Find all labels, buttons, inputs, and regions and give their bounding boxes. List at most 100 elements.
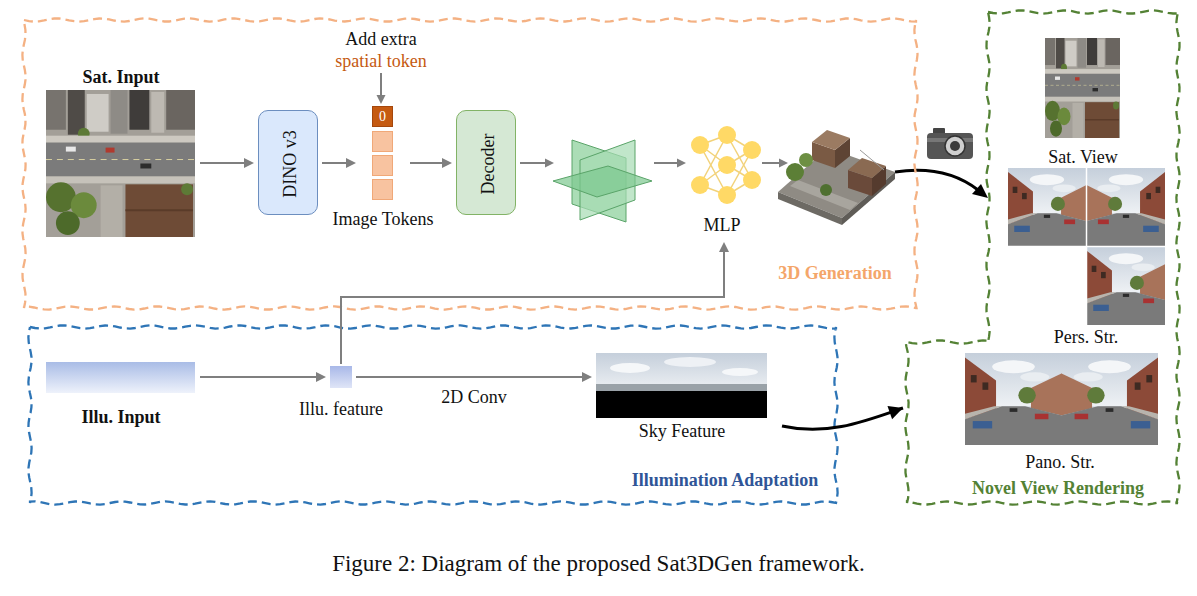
flow-arrow [377,73,789,168]
arrow-head [346,158,356,168]
3d-model [786,163,804,181]
arrow-head [244,158,254,168]
node-label: MLP [572,214,872,236]
satellite-image [1045,38,1120,138]
node-label: Sat. View [933,146,1197,168]
node-label: Decoder [476,111,498,216]
node-label: Pers. Str. [936,326,1197,348]
flow-arrow [677,159,686,168]
annotation-label: Add extra [231,28,531,50]
mlp-block: MLP [684,124,764,238]
triplane [553,140,652,222]
figure-caption: Figure 2: Diagram of the proposed Sat3DG… [0,550,1197,578]
mlp-icon [691,176,709,194]
3d-model [812,130,850,150]
flow-connector [356,372,592,382]
flow-arrow [654,162,678,164]
flow-connector [410,158,452,168]
node-label: Sky Feature [532,420,832,442]
arrow-head [719,242,729,252]
output-view: Pers. Str. [1008,167,1165,345]
input-image: Sat. Input [46,64,196,238]
triplane [553,166,652,197]
node-label: 3D Generation [685,262,985,284]
panorama [1061,353,1158,445]
sky-map [596,353,767,391]
connector-line [341,251,724,364]
mlp-icon [691,136,709,154]
group-region: Illumination AdaptationIllu. InputIllu. … [28,325,838,505]
encoder-box: DINO v3 [258,110,318,215]
mlp-icon [718,156,736,174]
satellite-image [46,38,1120,237]
sky-map [664,357,716,367]
output-view: Sat. View [1045,36,1121,166]
node-label: Pano. Str. [910,451,1197,473]
arrow-head [887,406,903,419]
group-region: Novel View RenderingSat. ViewPers. Str.P… [905,10,1180,505]
illumination-gradient [46,362,195,393]
satellite-image [46,90,195,237]
sky-map [722,368,758,376]
dashed-outline [905,10,1180,505]
flow-arrow [377,95,386,104]
flow-arrow [520,162,546,164]
annotation-label: spatial token [231,50,531,72]
arrow-head [582,372,592,382]
illumination-gradient [46,362,195,393]
camera-icon [927,128,973,159]
edge-label: 2D Conv [374,386,574,408]
mlp-icon [743,171,761,189]
sky-map [596,391,767,418]
group-region: 3D GenerationSat. InputDINO v3Image Toke… [22,18,918,310]
3d-model [820,184,832,196]
image-token [372,131,393,152]
render-arrow [895,170,978,190]
flow-connector [322,158,356,168]
connector-line [410,162,443,164]
node-label: DINO v3 [278,111,300,216]
sky-feature: Sky Feature [596,352,768,440]
flow-connector [200,372,326,382]
image-token [372,179,393,200]
flow-arrow [762,162,780,164]
render-arrow [972,184,988,198]
mlp-icon [743,141,761,159]
spatial-token: 0 [372,106,393,127]
image-token [372,155,393,176]
sky-map [610,363,650,373]
input-gradient: Illu. Input [46,360,196,430]
dashed-outline [905,10,1179,504]
flow-connector [200,158,254,168]
node-label: Sat. Input [0,66,271,88]
camera-icon [945,136,965,156]
flow-connector [341,242,729,364]
node-label: Illumination Adaptation [575,469,875,491]
street-view [1008,168,1165,325]
flow-arrow [545,159,554,168]
flow-arrow [380,73,382,96]
decoder-box: Decoder [456,110,516,215]
flow-arrow [779,159,788,168]
mlp-icon [718,186,736,204]
mlp-icon [691,126,761,204]
street-view [1008,246,1165,248]
connector-line [782,408,903,429]
connector-line [322,162,347,164]
flow-connector [782,406,903,429]
panorama [965,353,1062,445]
arrow-head [442,158,452,168]
3d-model [848,158,886,178]
connector-line [200,376,317,378]
mlp-icon [718,126,736,144]
panorama [965,353,1158,445]
street-view [1008,168,1086,246]
3d-model [799,153,813,167]
node-label: Illu. Input [0,406,271,428]
connector-line [356,376,583,378]
3d-model [790,180,858,210]
node-label: Novel View Rendering [908,477,1197,499]
3d-model [778,130,895,225]
